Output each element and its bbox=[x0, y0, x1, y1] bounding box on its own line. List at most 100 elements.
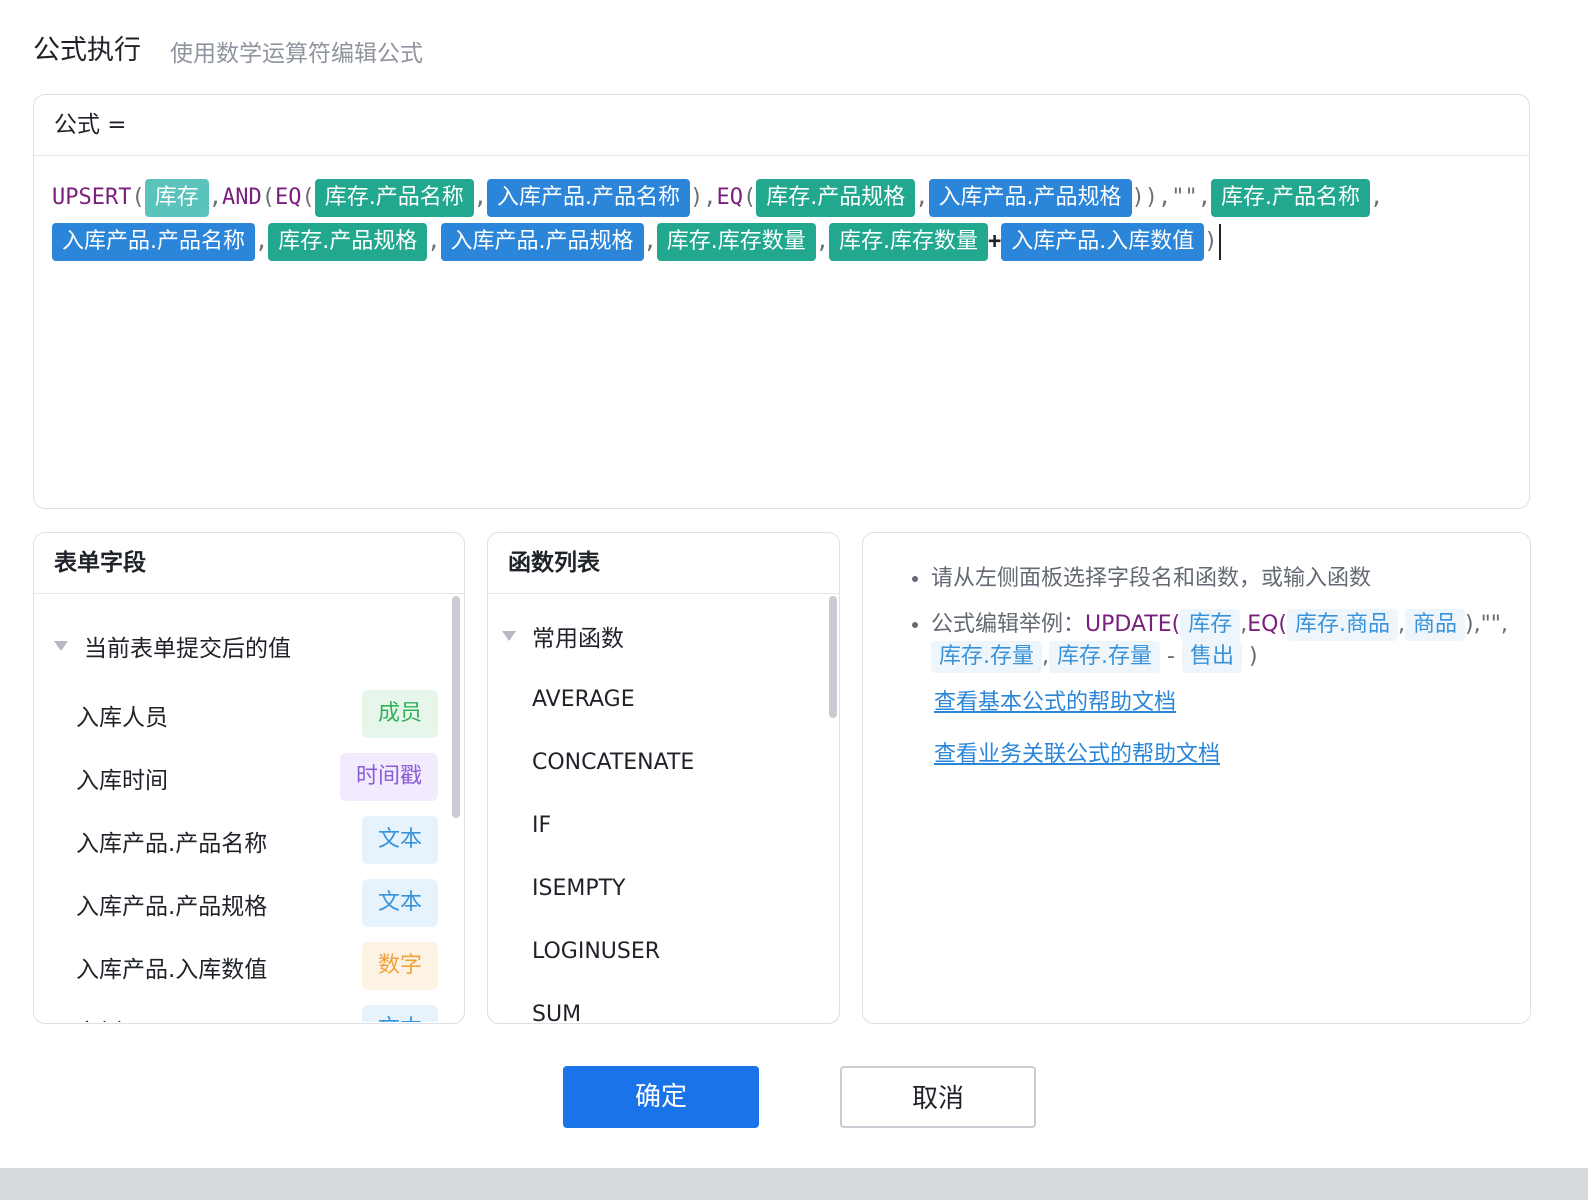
formula-punctuation: , bbox=[815, 229, 829, 254]
formula-punctuation: , bbox=[208, 185, 222, 210]
example-token: 库存.存量 bbox=[1049, 641, 1160, 673]
field-type-badge: 文本 bbox=[361, 1005, 438, 1022]
formula-punctuation: ), bbox=[690, 185, 717, 210]
example-sep: , bbox=[1240, 612, 1248, 637]
fields-panel-title: 表单字段 bbox=[34, 533, 464, 594]
fields-group-label: 当前表单提交后的值 bbox=[84, 636, 291, 662]
confirm-button[interactable]: 确定 bbox=[563, 1066, 759, 1128]
fields-panel: 表单字段 当前表单提交后的值 入库人员成员入库时间时间戳入库产品.产品名称文本入… bbox=[33, 532, 465, 1024]
formula-field-token[interactable]: 库存.库存数量 bbox=[829, 223, 988, 261]
formula-field-token[interactable]: 库存 bbox=[144, 179, 209, 217]
functions-group-row[interactable]: 常用函数 bbox=[488, 594, 839, 656]
field-item[interactable]: 入库产品.产品名称 文本 bbox=[34, 810, 464, 873]
formula-punctuation: ) bbox=[1204, 229, 1218, 254]
example-token: 库存.商品 bbox=[1287, 609, 1399, 641]
fields-group-row[interactable]: 当前表单提交后的值 bbox=[34, 594, 464, 666]
formula-field-token[interactable]: 库存.库存数量 bbox=[656, 223, 816, 261]
help-example: 公式编辑举例：UPDATE(库存,EQ(库存.商品,商品),"",库存.存量,库… bbox=[931, 609, 1510, 673]
function-item[interactable]: IF bbox=[532, 813, 552, 838]
example-token: 库存 bbox=[1180, 609, 1241, 641]
formula-punctuation: , bbox=[1369, 185, 1384, 210]
example-label: 公式编辑举例： bbox=[931, 612, 1086, 637]
formula-line-2: 入库产品.产品名称,库存.产品规格,入库产品.产品规格,库存.库存数量,库存.库… bbox=[52, 220, 1515, 264]
fields-list[interactable]: 当前表单提交后的值 入库人员成员入库时间时间戳入库产品.产品名称文本入库产品.产… bbox=[34, 594, 464, 1022]
formula-field-token[interactable]: 库存.产品名称 bbox=[1210, 179, 1370, 217]
cancel-button[interactable]: 取消 bbox=[840, 1066, 1036, 1128]
formula-punctuation: ( bbox=[261, 185, 275, 210]
collapse-caret-icon[interactable] bbox=[54, 641, 68, 651]
function-item[interactable]: LOGINUSER bbox=[532, 939, 661, 964]
field-label: 实例id (ver) bbox=[76, 1013, 205, 1022]
example-token: 库存.存量 bbox=[931, 641, 1042, 673]
formula-punctuation: ( bbox=[131, 185, 145, 210]
basic-help-link[interactable]: 查看基本公式的帮助文档 bbox=[934, 690, 1177, 715]
formula-operator: + bbox=[988, 229, 1002, 254]
function-item[interactable]: CONCATENATE bbox=[532, 750, 695, 775]
formula-field-token[interactable]: 入库产品.产品名称 bbox=[487, 179, 690, 217]
formula-field-token[interactable]: 库存.产品名称 bbox=[314, 179, 474, 217]
formula-punctuation: , bbox=[427, 229, 441, 254]
formula-punctuation: , bbox=[915, 185, 929, 210]
formula-function: EQ bbox=[275, 185, 302, 210]
field-type-badge: 成员 bbox=[361, 690, 438, 738]
help-panel: 请从左侧面板选择字段名和函数，或输入函数 公式编辑举例：UPDATE(库存,EQ… bbox=[862, 532, 1531, 1024]
help-tips: 请从左侧面板选择字段名和函数，或输入函数 公式编辑举例：UPDATE(库存,EQ… bbox=[863, 533, 1530, 673]
formula-editor[interactable]: 公式 = UPSERT(库存,AND(EQ(库存.产品名称,入库产品.产品名称)… bbox=[33, 94, 1530, 509]
function-item[interactable]: ISEMPTY bbox=[532, 876, 626, 901]
field-item[interactable]: 入库时间 时间戳 bbox=[34, 747, 464, 810]
field-label: 入库产品.产品规格 bbox=[76, 894, 268, 920]
formula-function: EQ bbox=[716, 185, 744, 210]
field-item[interactable]: 入库产品.入库数值 数字 bbox=[34, 936, 464, 999]
formula-punctuation: , bbox=[473, 185, 487, 210]
functions-list[interactable]: 常用函数 AVERAGE CONCATENATE IF ISEMPTY LOGINUSE… bbox=[488, 594, 839, 1022]
help-tip: 请从左侧面板选择字段名和函数，或输入函数 bbox=[931, 563, 1510, 595]
fields-scrollbar[interactable] bbox=[452, 596, 460, 818]
dialog-subtitle: 使用数学运算符编辑公式 bbox=[170, 41, 423, 67]
formula-header: 公式 = bbox=[34, 95, 1529, 156]
field-label: 入库人员 bbox=[76, 705, 168, 731]
formula-punctuation: ( bbox=[743, 185, 757, 210]
field-label: 入库时间 bbox=[76, 768, 168, 794]
formula-function: UPSERT bbox=[52, 185, 132, 210]
formula-field-token[interactable]: 入库产品.产品规格 bbox=[440, 223, 644, 261]
functions-panel: 函数列表 常用函数 AVERAGE CONCATENATE IF ISEMPTY LOG… bbox=[487, 532, 840, 1024]
formula-input[interactable]: UPSERT(库存,AND(EQ(库存.产品名称,入库产品.产品名称),EQ(库… bbox=[34, 156, 1529, 264]
example-sep: , bbox=[1398, 612, 1406, 637]
field-item[interactable]: 入库人员 成员 bbox=[34, 684, 464, 747]
formula-line-1: UPSERT(库存,AND(EQ(库存.产品名称,入库产品.产品名称),EQ(库… bbox=[52, 176, 1515, 220]
function-item[interactable]: SUM bbox=[532, 1002, 582, 1022]
formula-field-token[interactable]: 入库产品.产品规格 bbox=[928, 179, 1132, 217]
formula-punctuation: ( bbox=[301, 185, 315, 210]
page-scrollbar-track bbox=[0, 1168, 1588, 1200]
business-help-link[interactable]: 查看业务关联公式的帮助文档 bbox=[934, 742, 1221, 767]
formula-field-token[interactable]: 入库产品.产品名称 bbox=[52, 223, 255, 261]
field-label: 入库产品.入库数值 bbox=[76, 957, 268, 983]
functions-panel-title: 函数列表 bbox=[488, 533, 839, 594]
formula-punctuation: )),"", bbox=[1131, 185, 1211, 210]
example-token: 商品 bbox=[1405, 609, 1466, 641]
example-token: 售出 bbox=[1181, 641, 1242, 673]
dialog-title: 公式执行 bbox=[33, 35, 141, 66]
example-sep: ),"", bbox=[1465, 612, 1508, 637]
example-fn: UPDATE( bbox=[1085, 612, 1181, 637]
example-operator: - bbox=[1167, 644, 1175, 669]
field-type-badge: 文本 bbox=[361, 879, 438, 927]
field-type-badge: 时间戳 bbox=[339, 753, 438, 801]
collapse-caret-icon[interactable] bbox=[502, 631, 516, 641]
formula-function: AND bbox=[222, 185, 262, 210]
field-item[interactable]: 入库产品.产品规格 文本 bbox=[34, 873, 464, 936]
function-item[interactable]: AVERAGE bbox=[532, 687, 635, 712]
functions-scrollbar[interactable] bbox=[829, 596, 837, 718]
example-sep: , bbox=[1042, 644, 1049, 669]
field-label: 入库产品.产品名称 bbox=[76, 831, 268, 857]
field-type-badge: 数字 bbox=[361, 942, 438, 990]
field-type-badge: 文本 bbox=[361, 816, 438, 864]
formula-punctuation: , bbox=[255, 229, 269, 254]
formula-field-token[interactable]: 入库产品.入库数值 bbox=[1001, 223, 1205, 261]
functions-group-label: 常用函数 bbox=[532, 626, 624, 652]
field-item[interactable]: 实例id (ver) 文本 bbox=[34, 999, 464, 1022]
example-sep: ) bbox=[1248, 644, 1258, 669]
formula-field-token[interactable]: 库存.产品规格 bbox=[756, 179, 916, 217]
text-cursor bbox=[1218, 224, 1221, 260]
formula-field-token[interactable]: 库存.产品规格 bbox=[268, 223, 428, 261]
